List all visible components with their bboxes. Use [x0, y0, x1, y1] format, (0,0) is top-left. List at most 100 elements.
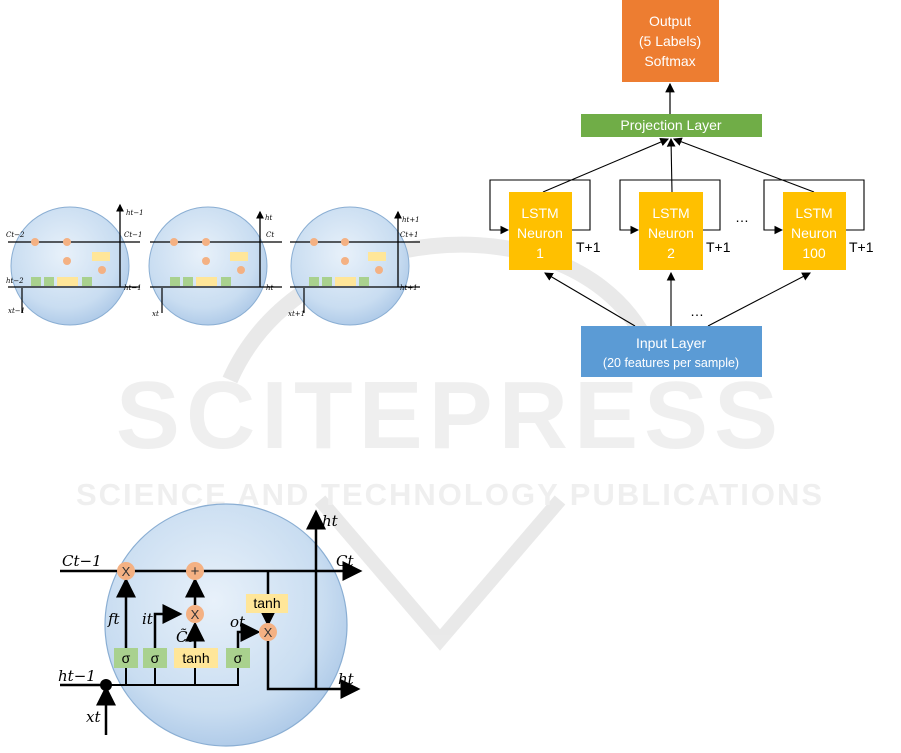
neuron1-line1: LSTM	[521, 205, 558, 221]
arrow-input-neuron100	[707, 272, 811, 327]
arrow-neuron2-projection	[666, 137, 676, 193]
input-layer-box	[581, 326, 762, 377]
neuron100-line3: 100	[802, 245, 826, 261]
chain-cell-2-bubble	[148, 206, 268, 326]
candidate-tanh-label: tanh	[182, 650, 209, 666]
cell-plus-symbol: +	[191, 563, 200, 580]
lstm-neuron-100: LSTM Neuron 100	[783, 192, 846, 270]
chain2-x-in: xt	[152, 310, 159, 318]
neuron1-line2: Neuron	[517, 225, 563, 241]
chain3-h-out: ht+1	[400, 284, 418, 292]
neuron100-line2: Neuron	[791, 225, 837, 241]
input-mult-node	[186, 605, 204, 623]
input-layer-label-1: Input Layer	[636, 335, 706, 351]
neuron100-line1: LSTM	[795, 205, 832, 221]
recurrent-loop-2	[619, 179, 721, 235]
lstm-neuron-2: LSTM Neuron 2	[639, 192, 703, 270]
lstm-neuron-1: LSTM Neuron 1	[509, 192, 572, 270]
candidate-label: C̃t	[176, 628, 194, 646]
input-gate-sigma	[143, 648, 167, 668]
neuron-ellipsis: …	[735, 209, 749, 225]
chain1-mult-output	[98, 266, 106, 274]
cell-h-out-label: ht	[338, 670, 355, 688]
lstm-chain: ht−1 Ct−2 Ct−1 ht−2 ht−1 xt−1 ht Ct ht	[6, 203, 420, 326]
neuron2-line3: 2	[667, 245, 675, 261]
neuron100-recurrent-label: T+1	[849, 239, 874, 255]
chain1-sigma-2	[44, 277, 54, 286]
output-mult-node	[259, 623, 277, 641]
chain1-tanh-out	[92, 252, 110, 261]
chain3-x-in: xt+1	[288, 310, 305, 318]
chain1-c-out: Ct−1	[124, 231, 143, 239]
chain1-mult-forget	[31, 238, 39, 246]
arrow-neuron1-projection	[542, 137, 670, 193]
recurrent-loop-3	[763, 179, 865, 235]
neuron1-line3: 1	[536, 245, 544, 261]
output-tanh	[246, 594, 288, 613]
lstm-cell-detail: X + X X σ σ tanh σ tanh Ct−1 Ct ht−1 ht …	[58, 503, 363, 747]
chain3-top-label: ht+1	[402, 216, 420, 224]
arrow-input-neuron1	[544, 272, 636, 327]
chain2-c-out: Ct	[266, 231, 274, 239]
forget-gate-label: ft	[107, 610, 121, 628]
watermark-check	[314, 495, 566, 651]
cell-x-in-label: xt	[86, 708, 101, 726]
neuron2-recurrent-label: T+1	[706, 239, 731, 255]
chain2-top-label: ht	[265, 214, 273, 222]
hidden-output-line	[266, 641, 361, 699]
watermark: SCITEPRESS SCIENCE AND TECHNOLOGY PUBLIC…	[76, 236, 824, 651]
input-gate-sigma-label: σ	[151, 650, 160, 666]
arrow-neuron3-projection	[672, 137, 815, 193]
forget-mult-symbol: X	[122, 564, 131, 579]
projection-layer-box	[581, 114, 762, 137]
chain-cell-1-bubble	[10, 206, 130, 326]
output-gate-sigma	[226, 648, 250, 668]
output-gate-sigma-label: σ	[234, 650, 243, 666]
output-box	[622, 0, 719, 82]
chain-cell-3: ht+1 Ct+1 ht+1 xt+1	[288, 206, 420, 326]
chain-cell-1: ht−1 Ct−2 Ct−1 ht−2 ht−1 xt−1	[6, 203, 144, 326]
projection-layer-label: Projection Layer	[620, 117, 722, 133]
chain1-sigma-3	[82, 277, 92, 286]
neuron1-recurrent-label: T+1	[576, 239, 601, 255]
recurrent-loop-1	[489, 179, 591, 235]
chain1-x-in: xt−1	[8, 307, 25, 315]
cell-c-in-label: Ct−1	[62, 552, 102, 570]
watermark-subtitle: SCIENCE AND TECHNOLOGY PUBLICATIONS	[76, 477, 824, 512]
chain1-h-out: ht−1	[124, 284, 142, 292]
output-gate-label: ot	[230, 613, 246, 631]
chain2-h-out: ht	[266, 284, 274, 292]
chain-cell-2: ht Ct ht xt	[148, 206, 282, 326]
input-ellipsis: …	[690, 303, 704, 319]
neuron2-line1: LSTM	[652, 205, 689, 221]
chain1-plus	[63, 238, 71, 246]
network-diagram: Output (5 Labels) Softmax Projection Lay…	[489, 0, 874, 377]
chain1-tanh	[57, 277, 78, 286]
chain1-top-label: ht−1	[126, 209, 144, 217]
cell-plus-node	[186, 562, 204, 580]
output-mult-symbol: X	[264, 625, 273, 640]
output-label-1: Output	[649, 13, 691, 29]
forget-mult-node	[117, 562, 135, 580]
cell-h-top-label: ht	[322, 512, 339, 530]
chain3-c-out: Ct+1	[400, 231, 419, 239]
chain1-c-in: Ct−2	[6, 231, 25, 239]
forget-gate-sigma-label: σ	[122, 650, 131, 666]
input-layer-label-2: (20 features per sample)	[603, 356, 739, 370]
candidate-tanh	[174, 648, 218, 668]
neuron2-line2: Neuron	[648, 225, 694, 241]
chain1-mult-input	[63, 257, 71, 265]
output-label-3: Softmax	[644, 53, 695, 69]
concat-junction	[100, 679, 112, 691]
input-mult-symbol: X	[191, 607, 200, 622]
chain1-sigma-1	[31, 277, 41, 286]
input-gate-label: it	[142, 610, 154, 628]
chain-cell-3-bubble	[290, 206, 410, 326]
watermark-title: SCITEPRESS	[116, 362, 784, 469]
cell-h-in-label: ht−1	[58, 667, 96, 685]
forget-gate-sigma	[114, 648, 138, 668]
watermark-arc	[222, 236, 647, 384]
output-label-2: (5 Labels)	[639, 33, 701, 49]
cell-c-out-label: Ct	[336, 552, 354, 570]
